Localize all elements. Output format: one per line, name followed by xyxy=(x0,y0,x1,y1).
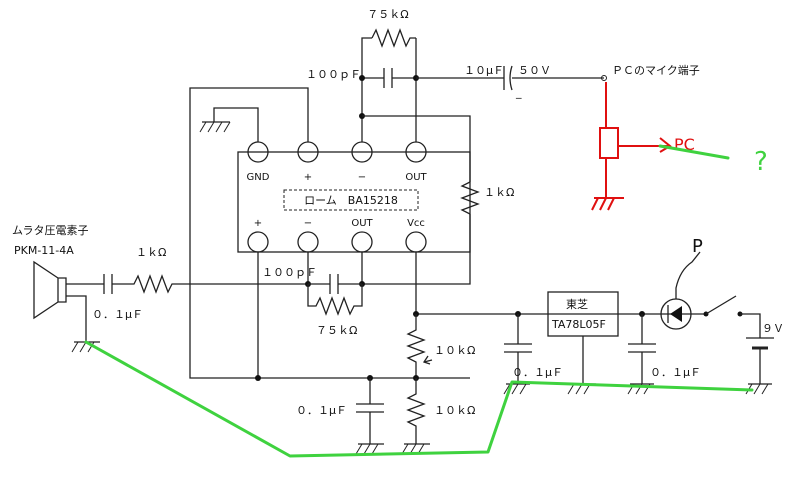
label-battery-9v: ９Ｖ xyxy=(762,322,784,335)
ic-top-pin-label: GND xyxy=(247,172,270,183)
label-c-100pf-bottom: １００ｐＦ xyxy=(262,266,317,279)
annotation-diode-p: P xyxy=(692,236,703,257)
resistor-75k-bottom xyxy=(307,284,363,316)
ic-pin-bottom-out xyxy=(351,231,373,253)
piezo-input: ムラタ圧電素子 PKM-11-4A １ｋΩ ０．１μＦ xyxy=(12,224,309,353)
capacitor-divider xyxy=(356,403,384,413)
label-c-100pf-top: １００ｐＦ xyxy=(306,68,361,81)
capacitor-reg-in xyxy=(628,343,656,353)
ic-pin-bottom-plus xyxy=(247,231,269,253)
junction-dot xyxy=(255,375,261,381)
top-feedback-network: ７５ｋΩ １００ｐＦ xyxy=(306,8,419,142)
svg-text:_: _ xyxy=(515,86,522,99)
resistor-10k-top xyxy=(406,314,426,378)
label-piezo-model: PKM-11-4A xyxy=(14,244,74,257)
vcc-rail: １０ｋΩ １０ｋΩ ０．１μＦ xyxy=(296,252,704,455)
handwritten-red-circuit: PC xyxy=(591,82,695,211)
diode-symbol xyxy=(670,306,682,322)
label-r-1k-right: １ｋΩ xyxy=(484,186,514,199)
ic-pin-bottom-minus xyxy=(297,231,319,253)
capacitor-input xyxy=(103,274,113,294)
handwritten-green-annotation: ? xyxy=(84,144,768,458)
label-pc-mic-terminal: ＰＣのマイク端子 xyxy=(612,64,700,77)
label-r-10k-bottom: １０ｋΩ xyxy=(434,404,475,417)
ic-gnd-connection xyxy=(199,107,259,142)
label-r-75k-top: ７５ｋΩ xyxy=(367,8,408,21)
label-c-10uf: １０μＦ xyxy=(464,64,504,77)
ic-bottom-pin-label: + xyxy=(254,218,262,229)
resistor-75k-top xyxy=(371,28,416,48)
label-c-input-bypass: ０．１μＦ xyxy=(92,308,143,321)
ic-name-box xyxy=(283,189,419,211)
label-r-1k-input: １ｋΩ xyxy=(136,246,166,259)
bias-wire xyxy=(189,87,470,379)
capacitor-100pf-top xyxy=(383,68,393,88)
ic-pin-vcc xyxy=(405,231,427,253)
ic-ba15218: GND + − OUT + − OUT Vcc ローム BA15218 xyxy=(237,141,471,253)
label-r-75k-bottom: ７５ｋΩ xyxy=(316,324,357,337)
ic-bottom-pin-label: − xyxy=(304,218,312,229)
label-c-reg-in: ０．１μＦ xyxy=(512,366,563,379)
label-regulator-model: TA78L05F xyxy=(551,318,606,331)
resistor-1k-input xyxy=(112,252,309,294)
power-input: P ９Ｖ xyxy=(660,236,784,395)
label-c-divider: ０．１μＦ xyxy=(296,404,347,417)
regulator-ta78l05f: 東芝 TA78L05F ０．１μＦ ０．１μＦ xyxy=(503,291,701,395)
ic-outline xyxy=(237,151,471,253)
piezo-element xyxy=(33,260,67,320)
resistor-1k-right xyxy=(460,181,480,215)
ic-top-pin-label: + xyxy=(304,172,312,183)
power-switch xyxy=(705,295,737,315)
label-c-50v: ５０Ｖ xyxy=(518,64,551,77)
label-c-reg-out: ０．１μＦ xyxy=(650,366,701,379)
capacitor-100pf-bottom xyxy=(329,274,339,294)
annotation-question-mark: ? xyxy=(754,147,768,177)
ic-bottom-pin-label: OUT xyxy=(351,218,373,229)
ic-bottom-pin-label: Vcc xyxy=(407,218,425,229)
label-r-10k-top: １０ｋΩ xyxy=(434,344,475,357)
capacitor-reg-out xyxy=(504,343,532,353)
ic-name: ローム BA15218 xyxy=(304,194,398,207)
resistor-10k-bottom xyxy=(406,378,426,444)
label-regulator-maker: 東芝 xyxy=(566,298,588,311)
ic-top-pin-label: − xyxy=(358,172,366,183)
output-coupling: _ １０μＦ ５０Ｖ ＰＣのマイク端子 xyxy=(416,64,700,99)
ic-top-pin-label: OUT xyxy=(405,172,427,183)
label-piezo-maker: ムラタ圧電素子 xyxy=(12,224,88,237)
bottom-feedback-network: １００ｐＦ ７５ｋΩ xyxy=(262,266,365,337)
